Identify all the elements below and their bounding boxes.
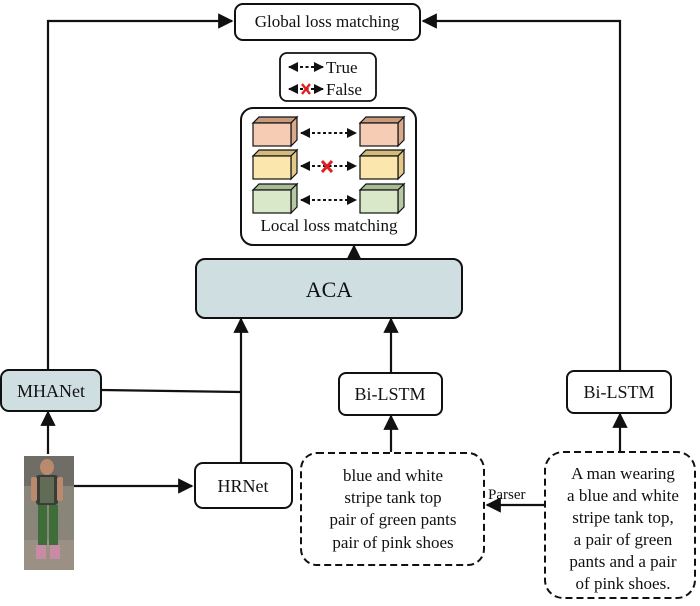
cube-yellow-left <box>251 148 299 181</box>
right-bilstm-to-global-loss-arrow <box>421 13 622 370</box>
cube-yellow-right <box>358 148 406 181</box>
hrnet-label: HRNet <box>218 476 269 496</box>
sentence-line-4: a pair of green <box>574 530 673 549</box>
local-loss-box: Local loss matching <box>240 107 417 246</box>
aca-label: ACA <box>306 277 353 302</box>
legend-box: True False <box>279 52 377 102</box>
sentence-line-6: of pink shoes. <box>576 574 671 593</box>
sentence-box: A man wearing a blue and white stripe ta… <box>544 451 696 599</box>
legend-false-cross-icon <box>301 83 311 95</box>
legend-false-label: False <box>326 80 362 99</box>
mhanet-box: MHANet <box>0 369 102 412</box>
phrase-line-3: pair of green pants <box>330 510 457 529</box>
mhanet-to-global-loss-arrow <box>46 13 234 370</box>
false-cross-icon <box>320 159 334 174</box>
global-loss-box: Global loss matching <box>234 3 421 41</box>
sentence-line-1: A man wearing <box>571 464 675 483</box>
cube-green-left <box>251 182 299 215</box>
phrase-line-4: pair of pink shoes <box>332 533 453 552</box>
aca-box: ACA <box>195 258 463 319</box>
parser-label: Parser <box>488 487 526 503</box>
phrase-line-1: blue and white <box>343 466 443 485</box>
legend-true-label: True <box>326 58 358 77</box>
global-loss-label: Global loss matching <box>255 12 400 31</box>
bilstm-left-box: Bi-LSTM <box>338 372 443 416</box>
mhanet-label: MHANet <box>17 381 85 401</box>
bilstm-right-label: Bi-LSTM <box>583 382 654 402</box>
person-image <box>24 456 74 570</box>
local-loss-label: Local loss matching <box>261 216 398 235</box>
phrase-line-2: stripe tank top <box>344 488 441 507</box>
cube-orange-right <box>358 115 406 148</box>
hrnet-box: HRNet <box>194 462 293 509</box>
bilstm-right-box: Bi-LSTM <box>566 370 672 414</box>
connectors <box>40 13 628 513</box>
phrases-box: blue and white stripe tank top pair of g… <box>300 452 485 566</box>
cube-orange-left <box>251 115 299 148</box>
sentence-line-3: stripe tank top, <box>572 508 674 527</box>
mhanet-to-merge-line <box>100 388 242 394</box>
cube-green-right <box>358 182 406 215</box>
sentence-line-5: pants and a pair <box>569 552 676 571</box>
sentence-line-2: a blue and white <box>567 486 679 505</box>
bilstm-left-label: Bi-LSTM <box>354 384 425 404</box>
